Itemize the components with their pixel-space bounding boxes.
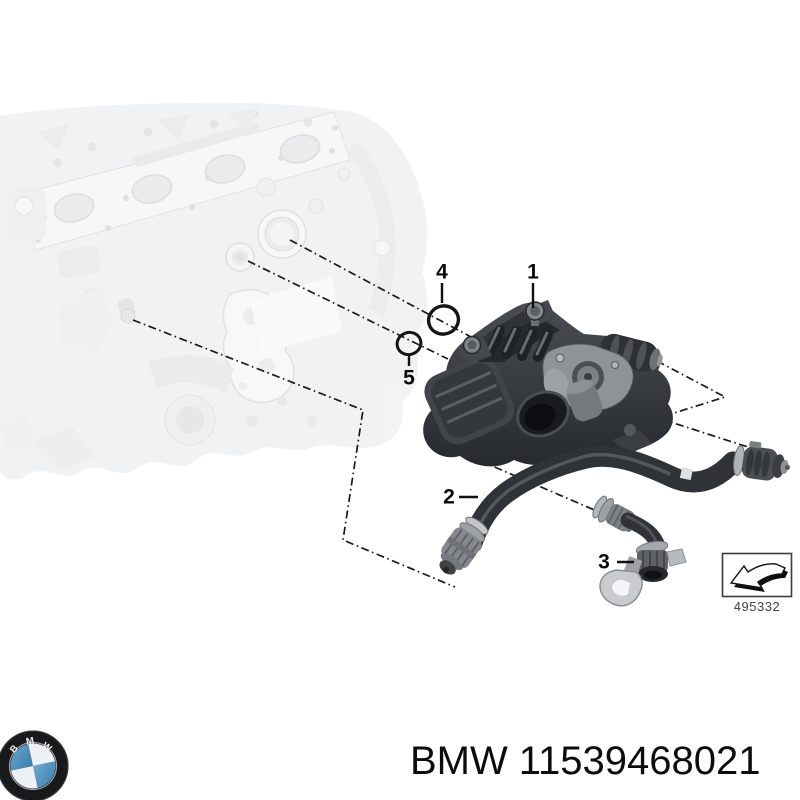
o-ring-5	[395, 330, 423, 357]
o-ring-4	[426, 304, 461, 336]
thermostat-housing-art	[423, 300, 673, 467]
callout-label-2[interactable]: 2	[443, 485, 455, 509]
callout-label-4[interactable]: 4	[436, 260, 448, 284]
logo-letter-m: M	[25, 735, 35, 747]
coolant-pipe-bracket-art	[592, 495, 687, 607]
callout-label-3[interactable]: 3	[598, 550, 610, 574]
ref-code: 495332	[733, 599, 781, 614]
bmw-logo: B M W	[0, 730, 69, 800]
coolant-hose-art	[439, 441, 790, 575]
engine-block-art	[0, 102, 428, 480]
callout-pointer-lines	[407, 283, 634, 564]
callout-label-5[interactable]: 5	[403, 366, 415, 390]
change-arrow-box	[721, 552, 793, 598]
brand-text: BMW	[410, 739, 508, 783]
callout-label-1[interactable]: 1	[527, 260, 539, 284]
part-number-text: 11539468021	[518, 739, 761, 783]
change-arrow-icon	[729, 563, 788, 592]
